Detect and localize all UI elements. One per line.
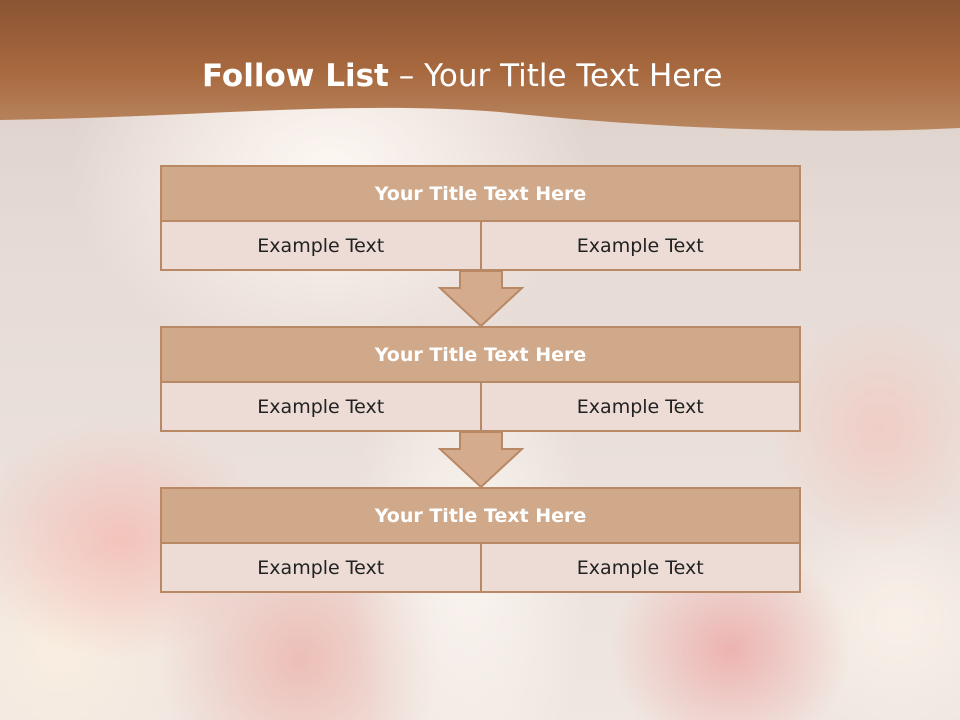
page-title: Follow List – Your Title Text Here: [202, 56, 722, 96]
title-bold: Follow List: [202, 58, 389, 94]
flow-block-3: Your Title Text Here Example Text Exampl…: [160, 487, 801, 593]
block-cell-right: Example Text: [481, 383, 801, 432]
block-cell-left: Example Text: [160, 222, 482, 271]
block-row: Example Text Example Text: [160, 544, 801, 593]
block-title: Your Title Text Here: [160, 326, 801, 383]
down-arrow-icon: [438, 270, 524, 328]
block-row: Example Text Example Text: [160, 222, 801, 271]
title-banner: [0, 0, 960, 131]
block-title: Your Title Text Here: [160, 165, 801, 222]
block-cell-right: Example Text: [481, 222, 801, 271]
block-row: Example Text Example Text: [160, 383, 801, 432]
flow-block-2: Your Title Text Here Example Text Exampl…: [160, 326, 801, 432]
title-rest: – Your Title Text Here: [388, 58, 723, 94]
block-title: Your Title Text Here: [160, 487, 801, 544]
block-cell-left: Example Text: [160, 383, 482, 432]
down-arrow-icon: [438, 431, 524, 489]
block-cell-left: Example Text: [160, 544, 482, 593]
block-cell-right: Example Text: [481, 544, 801, 593]
flow-block-1: Your Title Text Here Example Text Exampl…: [160, 165, 801, 271]
